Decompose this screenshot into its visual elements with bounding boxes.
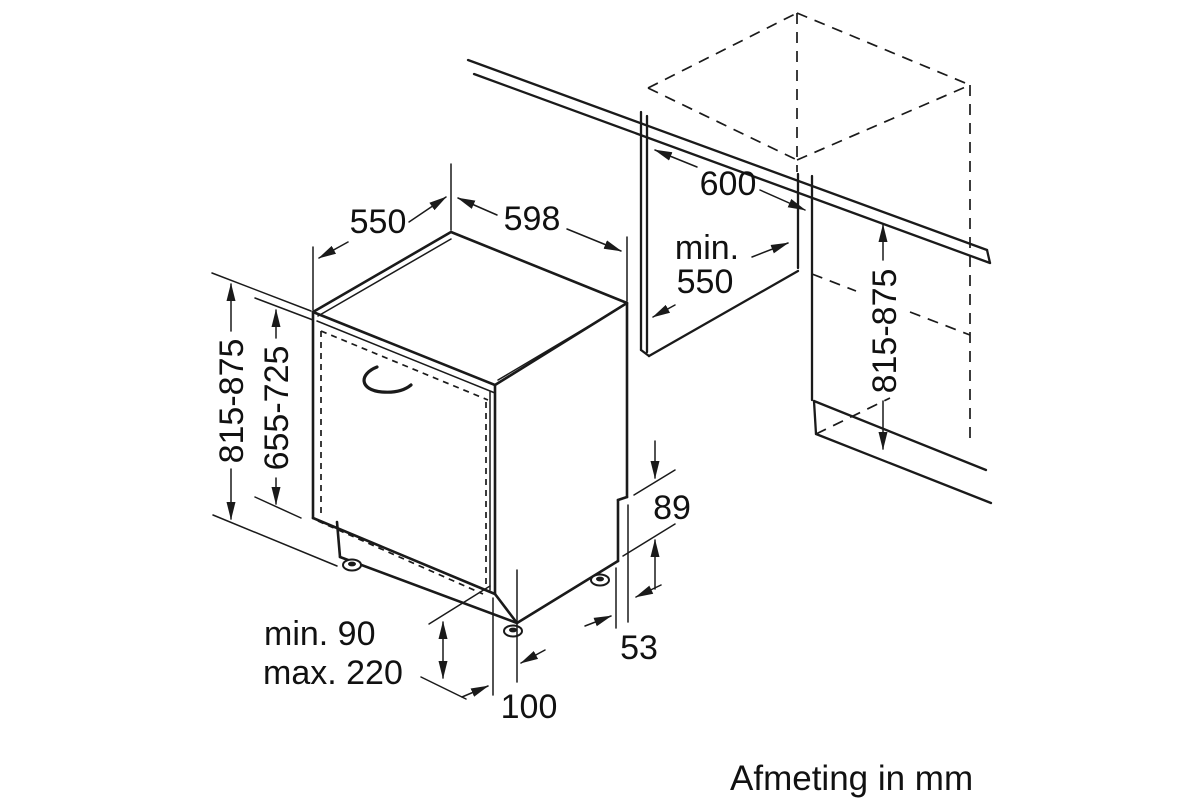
dim-niche-width-min-label: min. (675, 229, 739, 267)
foot-left (342, 558, 362, 572)
units-caption: Afmeting in mm (730, 759, 973, 798)
dimension-lines (211, 149, 888, 700)
countertop (466, 58, 992, 265)
dim-appliance-height-label: 815-875 (213, 339, 251, 464)
door-handle-recess (362, 365, 413, 394)
foot-front (503, 624, 523, 638)
dim-foot-depth-label: 100 (501, 688, 558, 726)
dim-door-height-label: 655-725 (258, 346, 296, 471)
dimension-labels: 550 598 600 min. 550 815-875 655-725 815… (213, 165, 904, 726)
niche-side-panel (639, 110, 814, 402)
dim-niche-depth-label: 600 (700, 165, 757, 203)
dishwasher-body (311, 230, 629, 625)
foot-right (590, 573, 610, 587)
dim-niche-width-value-label: 550 (677, 263, 734, 301)
dim-top-depth-label: 550 (350, 203, 407, 241)
cabinet-plinth (812, 399, 993, 505)
dim-niche-height-label: 815-875 (866, 269, 904, 394)
dim-rear-offset-label: 53 (620, 629, 658, 667)
dim-plinth-max-label: max. 220 (263, 654, 403, 692)
dim-rear-step-label: 89 (653, 489, 691, 527)
dim-plinth-min-label: min. 90 (264, 615, 376, 653)
dim-top-width-label: 598 (504, 200, 561, 238)
dishwasher-door (311, 310, 497, 596)
